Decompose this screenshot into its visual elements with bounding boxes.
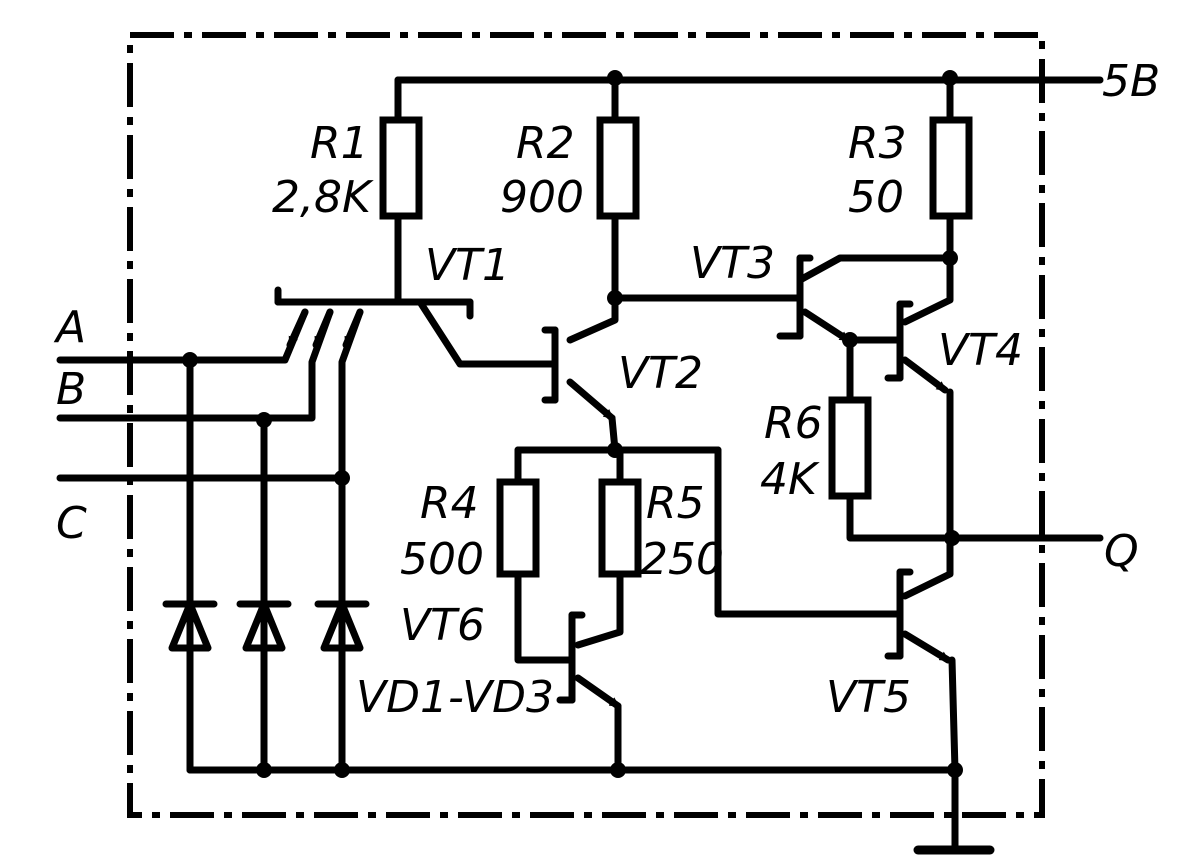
input-c-label: C	[56, 498, 87, 549]
diodes-label: VD1-VD3	[356, 672, 554, 723]
resistor-r6	[828, 396, 872, 500]
r4-value: 500	[400, 534, 484, 585]
supply-label: 5B	[1102, 56, 1160, 107]
r4-name: R4	[420, 478, 479, 529]
resistor-r2	[596, 116, 640, 220]
resistor-r1	[379, 116, 423, 220]
vt4-label: VT4	[938, 325, 1023, 376]
diode-vd1	[162, 356, 218, 774]
r6-name: R6	[764, 398, 823, 449]
input-a-label: A	[53, 302, 86, 353]
vt2-emitter-node	[514, 442, 904, 618]
vt2-label: VT2	[618, 348, 703, 399]
supply-rail	[394, 70, 1104, 124]
r2-value: 900	[500, 172, 584, 223]
transistor-vt5	[884, 534, 959, 774]
r1-name: R1	[310, 118, 369, 169]
diode-vd3	[314, 474, 370, 774]
r2-name: R2	[516, 118, 575, 169]
r5-value: 250	[640, 534, 724, 585]
r5-name: R5	[646, 478, 705, 529]
vt3-label: VT3	[690, 238, 775, 289]
diode-vd2	[236, 416, 292, 774]
r6-value: 4K	[760, 454, 820, 505]
transistor-vt6	[514, 570, 624, 774]
input-b-label: B	[56, 364, 86, 415]
transistor-vt3	[776, 212, 958, 344]
vt5-label: VT5	[826, 672, 911, 723]
vt1-label: VT1	[425, 240, 510, 291]
vt6-label: VT6	[400, 600, 485, 651]
transistor-vt4	[842, 254, 954, 542]
ground-rail	[186, 762, 995, 855]
enclosure-border	[127, 32, 1045, 818]
r1-value: 2,8K	[272, 172, 374, 223]
output-q-label: Q	[1104, 526, 1139, 577]
resistor-r4	[496, 478, 540, 578]
resistor-r5	[598, 478, 642, 578]
transistor-vt1	[56, 212, 559, 484]
transistor-vt2	[541, 212, 623, 454]
r3-name: R3	[848, 118, 907, 169]
resistor-r3	[929, 116, 973, 220]
r3-value: 50	[848, 172, 904, 223]
